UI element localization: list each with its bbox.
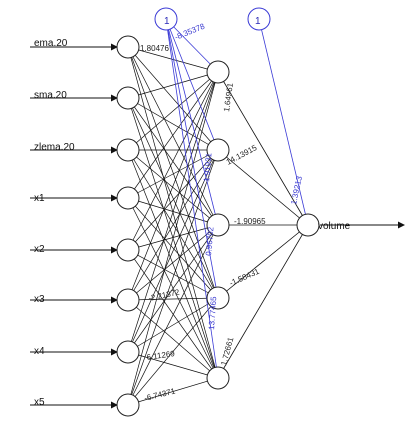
- bias-node-2-label: 1: [255, 16, 261, 27]
- input-node-1: [116, 35, 140, 59]
- input-node-8: [116, 393, 140, 417]
- output-weight-label-h1: 1.64961: [222, 82, 235, 112]
- edge-in3-h5: [127, 149, 219, 379]
- bias-weight-label-h4: 0.96702: [204, 226, 216, 256]
- edge-in7-h1: [127, 71, 219, 353]
- output-node: [296, 213, 320, 237]
- bias-edge-h5: [165, 18, 219, 379]
- edge-in8-h1: [127, 71, 219, 406]
- edge-in1-h1: [127, 46, 219, 73]
- edge-in2-h4: [127, 97, 219, 299]
- hidden-node-2: [206, 138, 230, 162]
- bias-edge-h2: [165, 18, 219, 151]
- edge-in7-h2: [127, 149, 219, 353]
- input-label-x1: x1: [34, 193, 45, 204]
- edge-in2-h1: [127, 71, 219, 99]
- bias-node-1: [154, 7, 178, 31]
- edge-in5-h5: [127, 249, 219, 379]
- edge-in1-h2: [127, 46, 219, 151]
- input-label-x5: x5: [34, 397, 45, 408]
- input-node-7: [116, 340, 140, 364]
- input-node-5: [116, 238, 140, 262]
- input-label-zlema20: zlema.20: [34, 142, 75, 153]
- edge-in5-h1: [127, 71, 219, 251]
- bias-weight-label-h5: 13.77465: [207, 296, 218, 330]
- edge-in8-h3: [127, 224, 219, 406]
- edge-in4-h1: [127, 71, 219, 199]
- bias-weight-label-h1: -8.35378: [173, 21, 206, 41]
- edge-h4-out: [217, 224, 309, 299]
- edge-in6-h2: [127, 149, 219, 301]
- input-node-3: [116, 138, 140, 162]
- weight-label-x5: -6.74371: [143, 386, 176, 403]
- edge-h5-out: [217, 224, 309, 379]
- output-weight-label-h2: 14.13915: [225, 143, 259, 167]
- input-node-6: [116, 288, 140, 312]
- output-weight-label-h5: 1.72661: [219, 336, 235, 367]
- edge-in3-h3: [127, 149, 219, 226]
- input-label-x3: x3: [34, 294, 45, 305]
- edge-in4-h2: [127, 149, 219, 199]
- hidden-node-5: [206, 366, 230, 390]
- edge-in8-h4: [127, 297, 219, 406]
- edge-in7-h3: [127, 224, 219, 353]
- hidden-node-4: [206, 286, 230, 310]
- edge-in7-h5: [127, 351, 219, 379]
- edge-in6-h1: [127, 71, 219, 301]
- hidden-node-3: [206, 213, 230, 237]
- edge-in6-h5: [127, 299, 219, 379]
- bias-edge-h4: [165, 18, 219, 299]
- edge-in5-h4: [127, 249, 219, 299]
- edge-in8-h5: [127, 377, 219, 406]
- bias-node-1-label: 1: [164, 16, 170, 27]
- edge-in4-h4: [127, 197, 219, 299]
- edge-in3-h1: [127, 71, 219, 151]
- edge-in1-h4: [127, 46, 219, 299]
- edge-in7-h4: [127, 297, 219, 353]
- input-node-4: [116, 186, 140, 210]
- input-label-ema20: ema.20: [34, 38, 68, 49]
- bias-edge-h3: [165, 18, 219, 226]
- bias-weight-label-h3: 1.91931: [202, 152, 214, 182]
- edge-in8-h2: [127, 149, 219, 406]
- output-label-volume: volume: [318, 221, 351, 232]
- weight-label-x4: 6.11269: [146, 349, 176, 362]
- edge-in6-h3: [127, 224, 219, 301]
- input-node-2: [116, 86, 140, 110]
- hidden-node-1: [206, 60, 230, 84]
- input-label-x2: x2: [34, 244, 45, 255]
- bias-edge-h1: [165, 18, 219, 73]
- edge-in1-h3: [127, 46, 219, 226]
- edge-in2-h2: [127, 97, 219, 151]
- bias-connection-lines: [165, 18, 309, 379]
- bias-node-2: [247, 7, 271, 31]
- edge-h2-out: [217, 149, 309, 226]
- bias-edge-out: [258, 18, 309, 226]
- input-label-x4: x4: [34, 346, 45, 357]
- weight-label-ema20-h1: 1.80476: [140, 44, 169, 53]
- input-arrows: [30, 43, 118, 409]
- output-weight-label-h4: -1.58431: [228, 267, 261, 288]
- edge-in6-h4: [127, 297, 219, 301]
- input-label-sma20: sma.20: [34, 90, 67, 101]
- edge-h1-out: [217, 71, 309, 226]
- output-weight-label-h3: -1.90965: [234, 217, 266, 226]
